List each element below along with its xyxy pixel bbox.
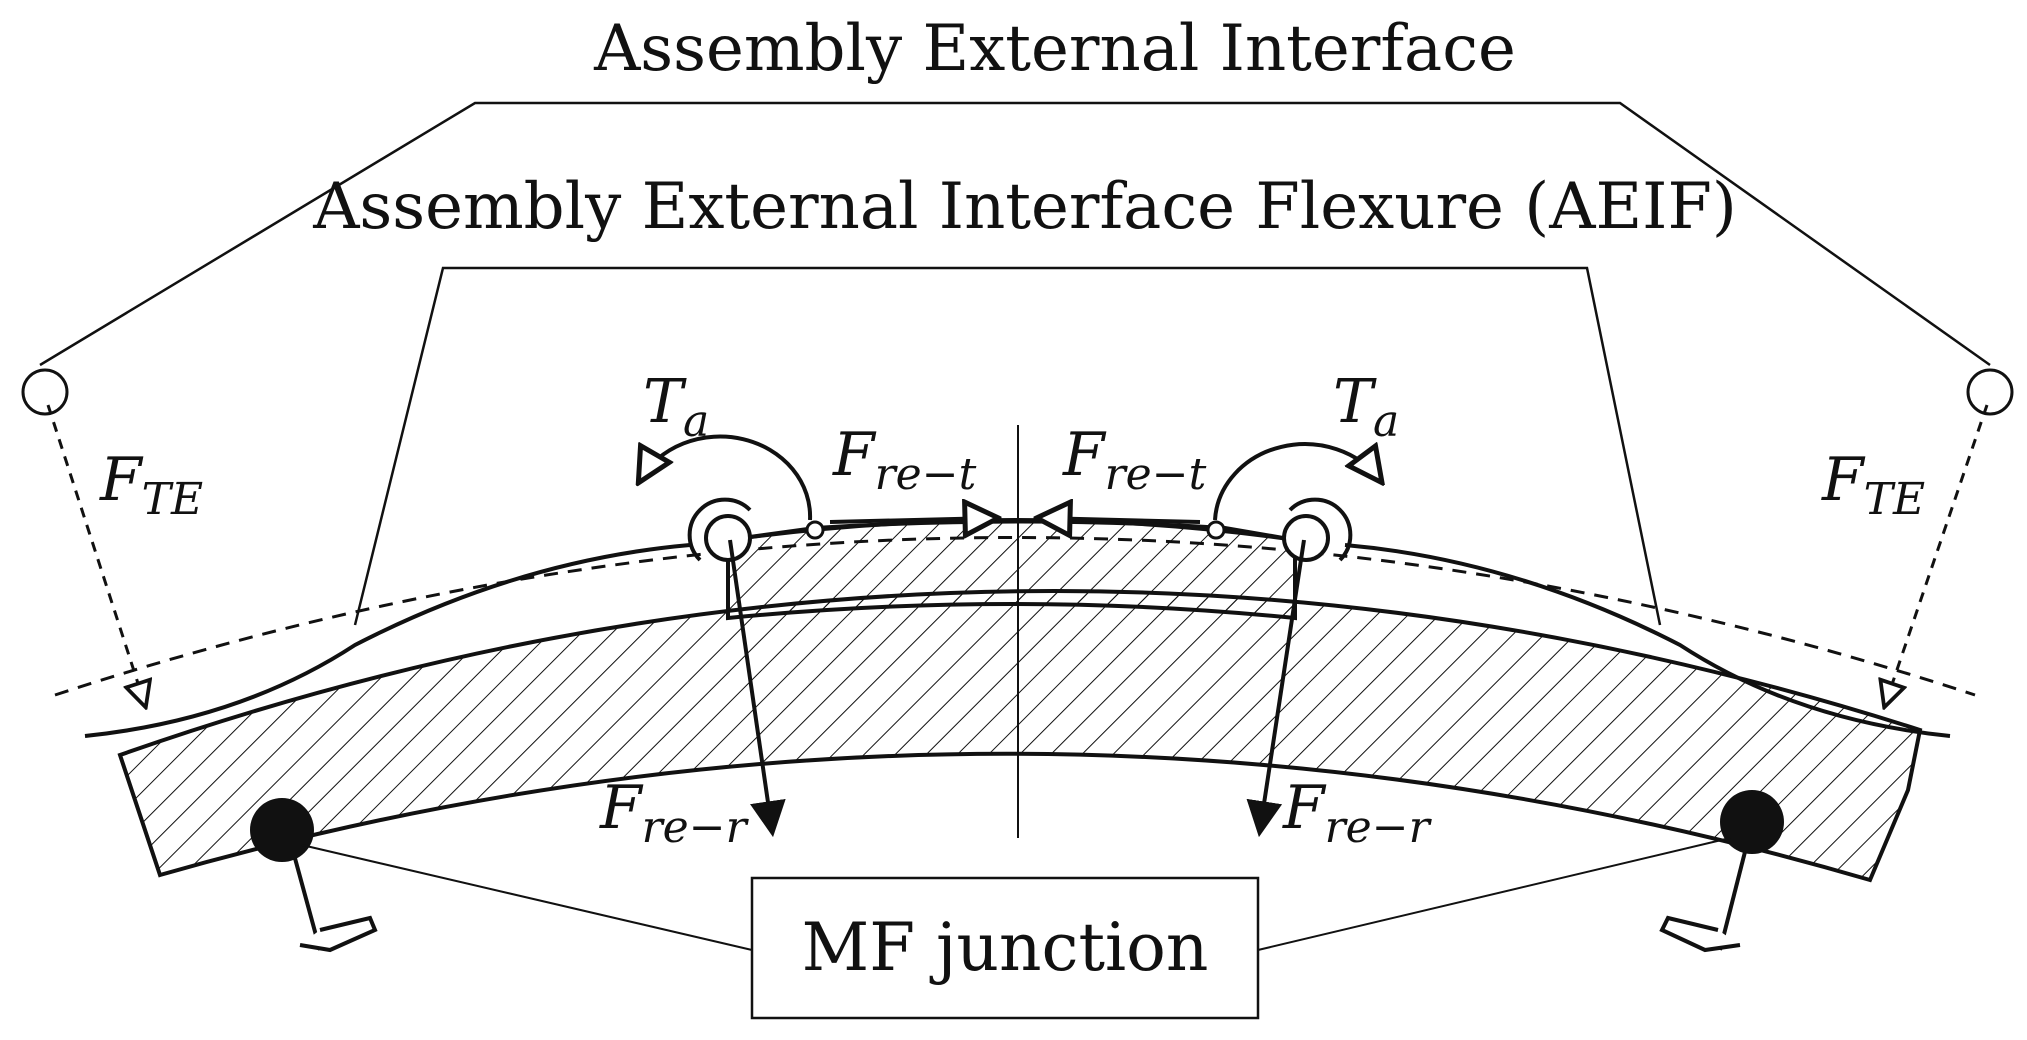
right-tension-symbol: FTE [1821, 445, 1925, 525]
left-flexure-line [84, 543, 691, 738]
right-tangential-arrow [1040, 518, 1201, 522]
mf-junction-box [750, 876, 1260, 1020]
left-pivot-joint [687, 497, 825, 562]
right-radial-symbol: Fre−r [1282, 773, 1433, 853]
mf-junction-label: MF junction [802, 909, 1209, 986]
left-mf-junction [250, 798, 378, 953]
right-junction-leader [1257, 837, 1731, 951]
right-pivot-joint [1206, 497, 1353, 562]
left-tangential-arrow [829, 518, 995, 522]
right-torque-arc [1213, 444, 1380, 521]
right-mf-junction [1659, 790, 1784, 953]
left-anchor-point [21, 368, 69, 416]
left-tension-symbol: FTE [99, 445, 203, 525]
left-radial-arrow [728, 539, 786, 838]
right-flexure-line [1344, 543, 1951, 738]
inner-flexure-label: Assembly External Interface Flexure (AEI… [312, 170, 1737, 244]
outer-interface-label: Assembly External Interface [593, 12, 1516, 86]
left-junction-leader [301, 844, 753, 951]
left-radial-symbol: Fre−r [599, 773, 750, 853]
left-torque-symbol: Ta [643, 367, 709, 447]
outer-interface-bracket [39, 101, 1991, 367]
right-anchor-point [1966, 368, 2014, 416]
right-radial-arrow [1246, 539, 1306, 838]
hatched-assembly-body [117, 588, 1923, 883]
inner-flexure-bracket [353, 266, 1662, 626]
left-tangential-symbol: Fre−t [832, 420, 977, 500]
right-tension-arrow [1885, 404, 1989, 705]
right-torque-symbol: Ta [1333, 367, 1399, 447]
right-tangential-symbol: Fre−t [1062, 420, 1207, 500]
left-torque-arc [640, 434, 813, 521]
